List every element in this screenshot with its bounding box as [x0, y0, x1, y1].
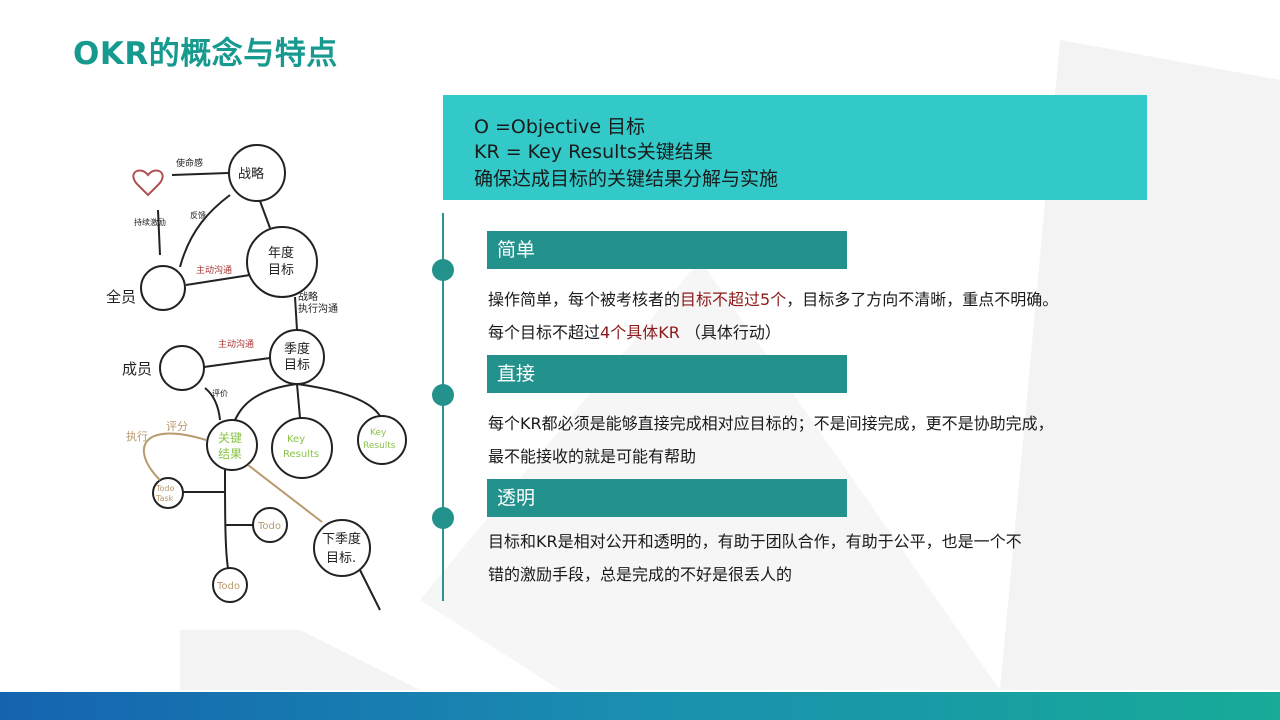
diagram-label: 战略: [298, 290, 318, 303]
diagram-label: 关键: [218, 431, 242, 445]
definition-key-results: KR = Key Results关键结果: [474, 141, 713, 163]
diagram-label: 结果: [218, 447, 242, 461]
diagram-label: 年度: [268, 245, 294, 261]
diagram-label: Task: [155, 494, 174, 503]
page-title: OKR的概念与特点: [73, 36, 338, 72]
timeline-line: [442, 213, 444, 601]
text: （具体行动）: [679, 323, 781, 342]
diagram-label: 季度: [284, 341, 310, 357]
timeline-dot: [432, 259, 454, 281]
diagram-label: 战略: [238, 166, 264, 182]
text: ，目标多了方向不清晰，重点不明确。: [786, 290, 1059, 309]
diagram-label: 持续激励: [134, 217, 166, 227]
diagram-label: 全员: [106, 288, 136, 306]
diagram-label: 主动沟通: [218, 338, 254, 350]
section-header-direct: 直接: [487, 355, 847, 393]
timeline-dot: [432, 507, 454, 529]
text: 目标和KR是相对公开和透明的，有助于团队合作，有助于公平，也是一个不: [488, 532, 1022, 551]
diagram-label: Todo: [257, 521, 281, 532]
timeline-dot: [432, 384, 454, 406]
diagram-label: 目标.: [326, 551, 356, 566]
highlight-text: 4个具体KR: [600, 323, 680, 342]
section-header-simple: 简单: [487, 231, 847, 269]
text: 每个KR都必须是能够直接完成相对应目标的；不是间接完成，更不是协助完成，: [488, 414, 1054, 433]
footer-gradient-bar: [0, 692, 1280, 720]
okr-hand-drawn-diagram: 战略 使命感 年度 目标 全员 持续激励 反馈 主动沟通 战略 执行沟通 季度 …: [106, 144, 407, 611]
diagram-label: Results: [283, 449, 319, 460]
diagram-label: Results: [363, 441, 396, 451]
diagram-label: Todo: [216, 581, 240, 592]
definition-objective: O =Objective 目标: [474, 116, 646, 138]
diagram-label: 主动沟通: [196, 264, 232, 276]
text: 每个目标不超过: [488, 323, 601, 342]
diagram-label: Todo: [155, 484, 175, 493]
section-text-simple: 操作简单，每个被考核者的目标不超过5个，目标多了方向不清晰，重点不明确。 每个目…: [488, 283, 1058, 349]
section-text-direct: 每个KR都必须是能够直接完成相对应目标的；不是间接完成，更不是协助完成， 最不能…: [488, 407, 1054, 473]
section-text-transparent: 目标和KR是相对公开和透明的，有助于团队合作，有助于公平，也是一个不 错的激励手…: [488, 525, 1022, 591]
diagram-label: Key: [370, 428, 387, 438]
diagram-label: 目标: [284, 358, 310, 373]
text: 最不能接收的就是可能有帮助: [488, 447, 697, 466]
section-header-transparent: 透明: [487, 479, 847, 517]
definition-summary: 确保达成目标的关键结果分解与实施: [474, 168, 779, 190]
diagram-label: 目标: [268, 263, 294, 278]
diagram-label: Key: [287, 434, 305, 445]
diagram-label: 评价: [212, 389, 228, 398]
diagram-label: 反馈: [190, 210, 206, 220]
text: 操作简单，每个被考核者的: [488, 290, 681, 309]
diagram-label: 使命感: [176, 157, 203, 169]
diagram-label: 下季度: [322, 531, 361, 547]
diagram-label: 执行沟通: [298, 302, 338, 315]
highlight-text: 目标不超过5个: [680, 290, 787, 309]
diagram-label: 成员: [122, 360, 152, 378]
definition-box: O =Objective 目标 KR = Key Results关键结果 确保达…: [443, 95, 1147, 200]
diagram-label: 执行: [126, 429, 148, 443]
diagram-label: 评分: [166, 420, 188, 433]
text: 错的激励手段，总是完成的不好是很丢人的: [488, 565, 793, 584]
